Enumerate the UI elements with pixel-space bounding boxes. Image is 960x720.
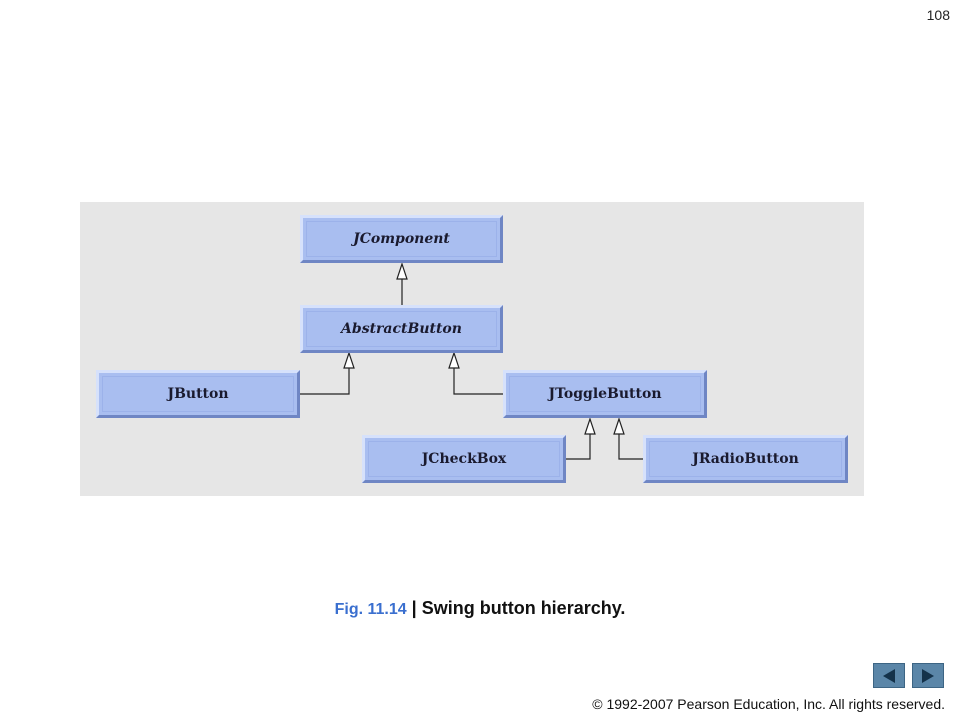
connector-jtogglebutton-abstractbutton <box>453 368 503 395</box>
triangle-left-icon <box>883 668 895 683</box>
arrowhead-jtogglebutton-left <box>584 417 596 435</box>
node-jtogglebutton: JToggleButton <box>503 370 707 418</box>
node-label: JCheckBox <box>421 451 507 467</box>
connector-jcheckbox-jtogglebutton <box>566 434 591 460</box>
caption-separator: | <box>411 598 417 618</box>
arrowhead-abstractbutton-left <box>343 351 355 369</box>
figure-caption: Fig. 11.14 | Swing button hierarchy. <box>0 598 960 619</box>
page-number: 108 <box>926 7 950 23</box>
node-abstractbutton: AbstractButton <box>300 305 503 353</box>
figure-label: Fig. 11.14 <box>334 601 407 618</box>
node-jcheckbox: JCheckBox <box>362 435 566 483</box>
arrowhead-jcomponent <box>396 262 408 280</box>
node-jradiobutton: JRadioButton <box>643 435 848 483</box>
node-label: JButton <box>167 386 229 402</box>
caption-title: Swing button hierarchy. <box>421 598 626 618</box>
node-label: JComponent <box>353 231 450 247</box>
node-label: AbstractButton <box>341 321 462 337</box>
arrowhead-abstractbutton-right <box>448 351 460 369</box>
arrowhead-jtogglebutton-right <box>613 417 625 435</box>
previous-slide-button[interactable] <box>873 663 905 688</box>
node-jbutton: JButton <box>96 370 300 418</box>
copyright-notice: © 1992-2007 Pearson Education, Inc. All … <box>592 696 945 712</box>
triangle-right-icon <box>922 668 934 683</box>
node-label: JToggleButton <box>548 386 662 402</box>
connector-jradiobutton-jtogglebutton <box>618 434 643 460</box>
node-label: JRadioButton <box>692 451 799 467</box>
next-slide-button[interactable] <box>912 663 944 688</box>
node-jcomponent: JComponent <box>300 215 503 263</box>
connector-jbutton-abstractbutton <box>300 368 350 395</box>
